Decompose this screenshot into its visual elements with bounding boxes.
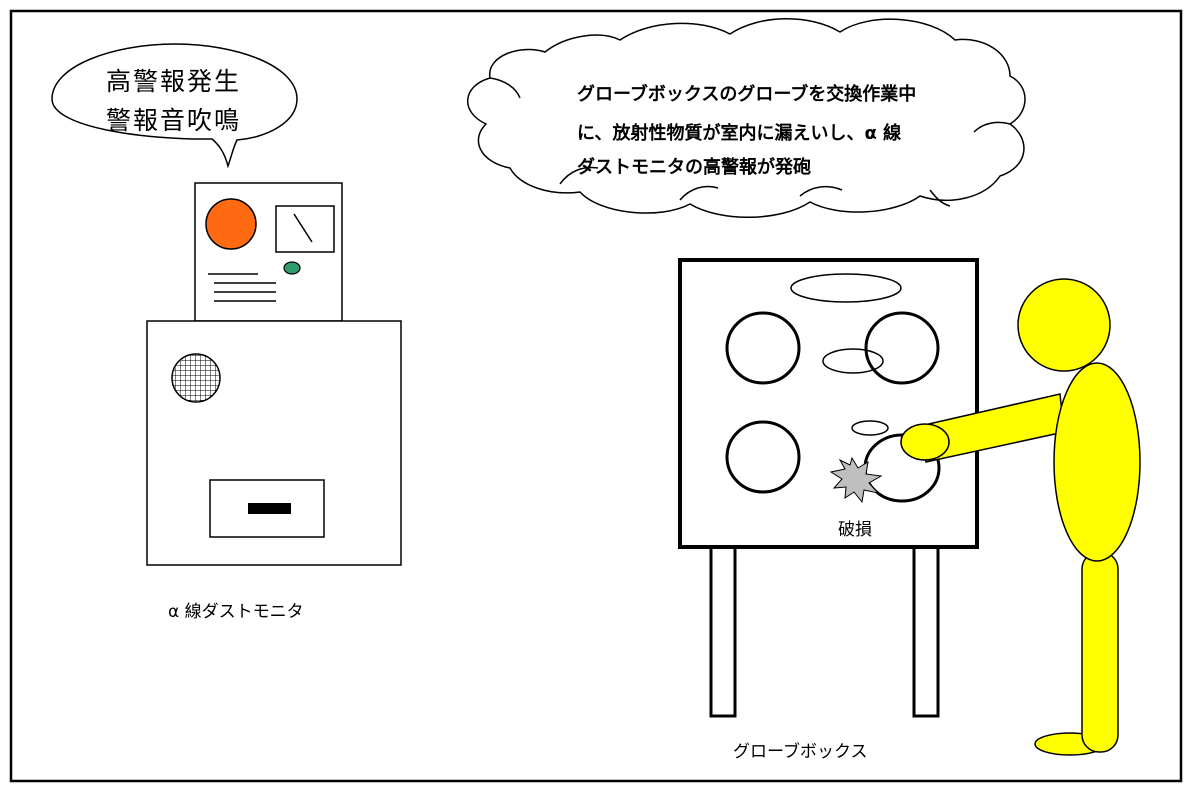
internal-object (851, 420, 889, 436)
glove-port (864, 311, 940, 385)
speech-text-line-1: 高警報発生 (106, 67, 242, 96)
damage-label: 破損 (838, 520, 872, 540)
worker-torso (1053, 362, 1141, 562)
glovebox (678, 258, 979, 718)
burst-icon (829, 456, 883, 504)
glovebox-leg-left (709, 544, 737, 718)
glovebox-window (790, 273, 902, 303)
glovebox-leg-right (912, 544, 940, 718)
worker-hand (900, 423, 950, 461)
meter-needle (293, 213, 313, 243)
worker-head (1017, 278, 1111, 372)
glove-port (725, 311, 801, 385)
speech-bubble (51, 43, 298, 169)
glovebox-caption: グローブボックス (733, 742, 868, 762)
speech-text-line-2: 警報音吹鳴 (106, 106, 242, 135)
monitor-caption: α 線ダストモニタ (168, 602, 304, 622)
indicator-lamp-icon (283, 261, 301, 275)
meter-gauge-icon (275, 205, 335, 253)
frame-border (9, 9, 1183, 783)
glove-port (725, 420, 801, 494)
worker-leg (1081, 551, 1119, 753)
filter-slot-opening (248, 503, 291, 514)
alarm-lamp-icon (205, 198, 257, 250)
internal-object (822, 348, 884, 374)
alpha-dust-monitor (146, 182, 402, 566)
glovebox-body (678, 258, 979, 549)
cloud-text-line-3: ダストモニタの高警報が発砲 (577, 157, 811, 178)
cloud-text-line-2: に、放射性物質が室内に漏えいし、α 線 (577, 123, 902, 144)
speaker-grille-icon (171, 353, 221, 403)
cloud-text-line-1: グローブボックスのグローブを交換作業中 (577, 84, 917, 105)
thought-cloud (467, 18, 1026, 218)
worker-figure (900, 278, 1141, 756)
